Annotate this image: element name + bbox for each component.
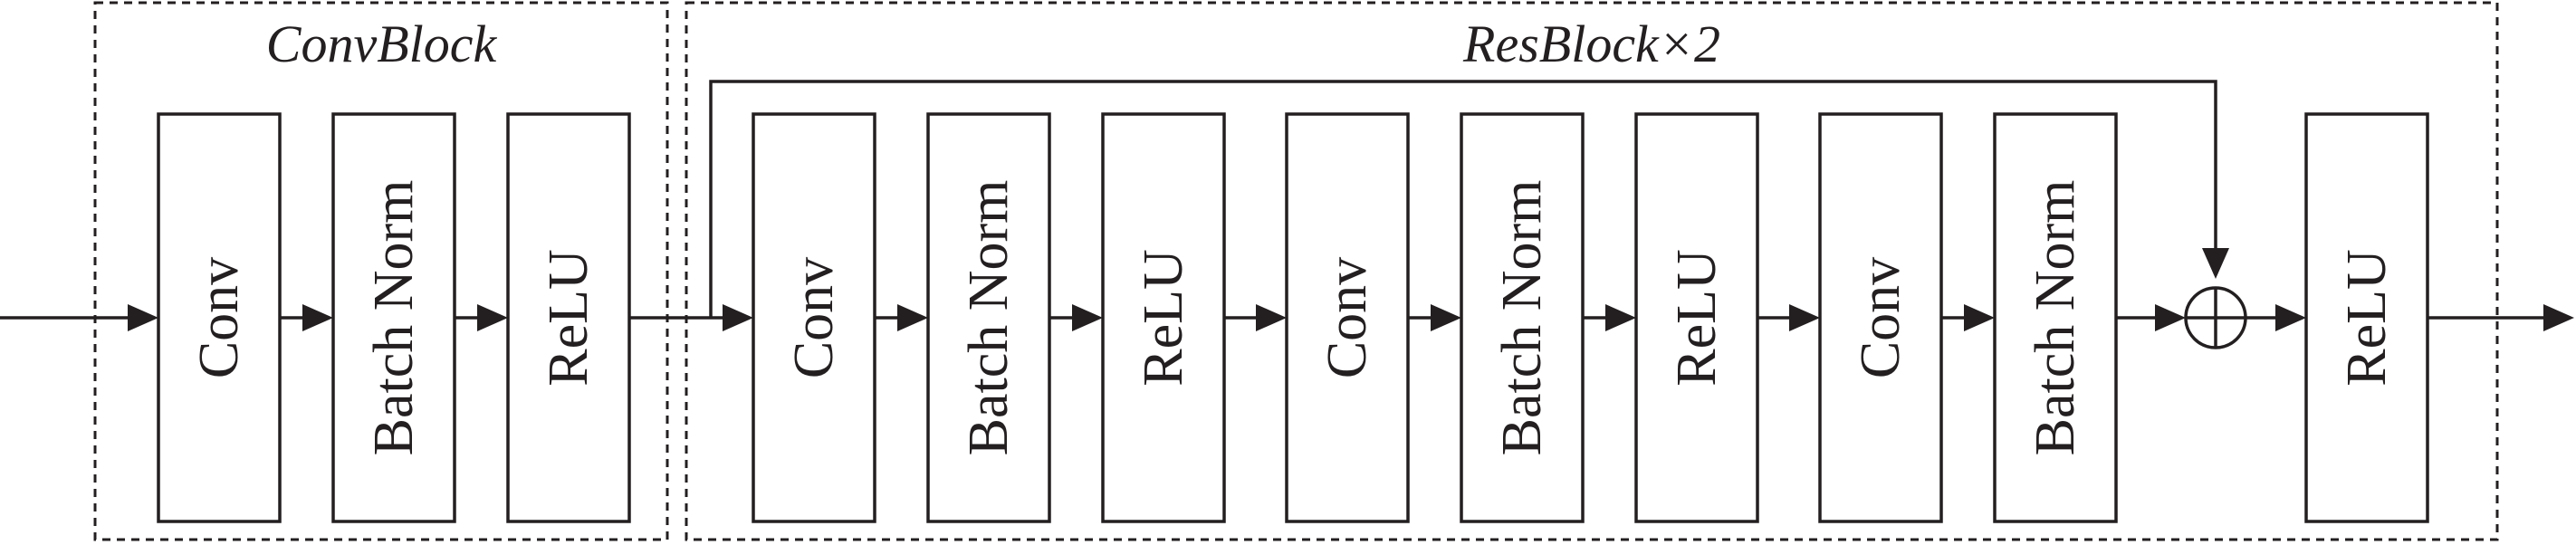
flow-arrowhead-2: [302, 304, 333, 331]
layer-label: ReLU: [2336, 249, 2398, 387]
resblock-title: ResBlock×2: [1462, 14, 1720, 73]
flow-arrowhead-1: [128, 304, 158, 331]
convblock-frame: [93, 1, 669, 541]
resblock-layer-batch-norm-3: Batch Norm: [1993, 112, 2118, 523]
flow-arrowhead-5: [897, 304, 928, 331]
flow-arrowhead-8: [1431, 304, 1461, 331]
skip-connection-arrowhead: [2202, 248, 2229, 279]
layer-label: Batch Norm: [958, 180, 1020, 456]
layer-label: ReLU: [1133, 249, 1194, 387]
sum-node: [2184, 286, 2247, 349]
layer-label: Conv: [188, 257, 250, 378]
flow-arrowhead-13: [2275, 304, 2306, 331]
layer-label: Batch Norm: [2025, 180, 2086, 456]
resblock-layer-batch-norm-2: Batch Norm: [1460, 112, 1585, 523]
resblock-layer-conv-3: Conv: [1818, 112, 1943, 523]
layer-label: ReLU: [538, 249, 599, 387]
convblock-title: ConvBlock: [266, 14, 498, 73]
flow-arrowhead-9: [1605, 304, 1636, 331]
flow-arrowhead-11: [1964, 304, 1995, 331]
layer-label: Batch Norm: [363, 180, 425, 456]
convblock-layer-conv: Conv: [157, 112, 282, 523]
flow-arrowhead-14: [2543, 304, 2574, 331]
flow-arrowhead-10: [1789, 304, 1820, 331]
skip-connection-line: [709, 80, 2217, 319]
flow-arrowhead-4: [723, 304, 753, 331]
layer-label: Conv: [1850, 257, 1911, 378]
resblock-frame: [685, 1, 2499, 541]
layer-label: Batch Norm: [1491, 180, 1553, 456]
flow-arrows: [0, 304, 2574, 331]
flow-arrowhead-7: [1256, 304, 1287, 331]
flow-arrowhead-6: [1072, 304, 1103, 331]
convblock-layer-batch-norm: Batch Norm: [331, 112, 456, 523]
layer-label: Conv: [783, 257, 845, 378]
layer-label: ReLU: [1666, 249, 1728, 387]
resblock-layer-conv-2: Conv: [1285, 112, 1410, 523]
convblock-layer-relu: ReLU: [506, 112, 631, 523]
resblock-layer-relu-1: ReLU: [1101, 112, 1226, 523]
resblock-layer-relu-2: ReLU: [1634, 112, 1759, 523]
output-layer-relu: ReLU: [2304, 112, 2429, 523]
flow-arrowhead-12: [2155, 304, 2186, 331]
resblock-layer-conv-1: Conv: [752, 112, 876, 523]
resblock-layer-batch-norm-1: Batch Norm: [926, 112, 1051, 523]
flow-arrowhead-3: [477, 304, 508, 331]
layer-label: Conv: [1317, 257, 1378, 378]
